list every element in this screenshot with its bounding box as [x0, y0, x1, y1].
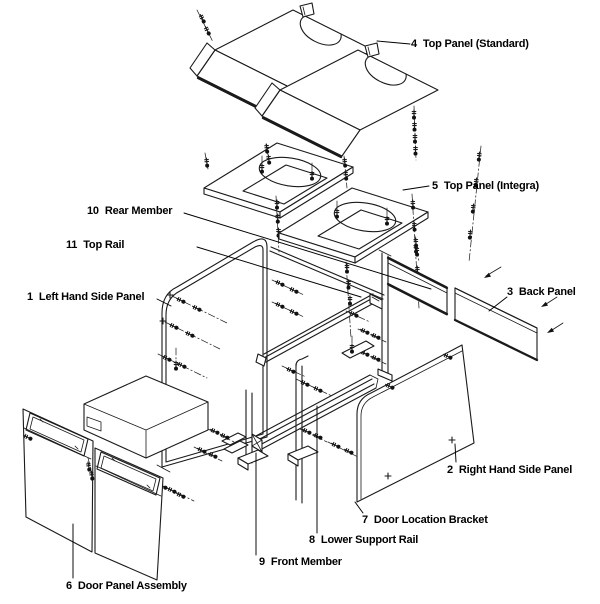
- part-number: 4: [411, 38, 417, 50]
- part-name: Back Panel: [518, 286, 576, 298]
- back-panel: [453, 145, 564, 362]
- label-door-panel-assembly: 6 Door Panel Assembly: [66, 580, 187, 592]
- part-number: 8: [309, 534, 315, 546]
- label-front-member: 9 Front Member: [259, 556, 342, 568]
- part-name: Left Hand Side Panel: [38, 291, 145, 303]
- top-panel-integra: [203, 142, 429, 339]
- label-back-panel: 3 Back Panel: [507, 286, 576, 298]
- door-panel-assembly: [22, 375, 209, 581]
- part-number: 7: [362, 514, 368, 526]
- label-top-rail: 11 Top Rail: [66, 239, 124, 251]
- part-number: 3: [507, 286, 513, 298]
- part-number: 11: [66, 239, 78, 251]
- top-rail: [255, 293, 383, 397]
- insertion-arrows: [484, 266, 564, 333]
- lower-support-rail: [251, 374, 379, 453]
- label-right-hand-side-panel: 2 Right Hand Side Panel: [447, 464, 572, 476]
- part-name: Front Member: [270, 556, 342, 568]
- part-name: Door Panel Assembly: [77, 580, 187, 592]
- label-left-hand-side-panel: 1 Left Hand Side Panel: [27, 291, 145, 303]
- leader-lines: [72, 40, 508, 579]
- part-number: 9: [259, 556, 265, 568]
- part-number: 5: [432, 180, 438, 192]
- part-number: 2: [447, 464, 453, 476]
- top-panel-standard: [189, 2, 439, 161]
- label-top-panel-standard: 4 Top Panel (Standard): [411, 38, 529, 50]
- part-name: Top Rail: [83, 239, 125, 251]
- label-lower-support-rail: 8 Lower Support Rail: [309, 534, 418, 546]
- part-number: 10: [87, 205, 99, 217]
- part-name: Rear Member: [104, 205, 173, 217]
- frame-members: [269, 246, 393, 382]
- part-name: Top Panel (Standard): [422, 38, 529, 50]
- part-name: Lower Support Rail: [320, 534, 419, 546]
- part-number: 6: [66, 580, 72, 592]
- part-number: 1: [27, 291, 33, 303]
- right-hand-side-panel: [356, 344, 475, 503]
- label-rear-member: 10 Rear Member: [87, 205, 173, 217]
- part-name: Right Hand Side Panel: [458, 464, 573, 476]
- label-top-panel-integra: 5 Top Panel (Integra): [432, 180, 539, 192]
- part-name: Door Location Bracket: [373, 514, 488, 526]
- label-door-location-bracket: 7 Door Location Bracket: [362, 514, 488, 526]
- part-name: Top Panel (Integra): [443, 180, 539, 192]
- left-hand-side-panel: [156, 238, 305, 473]
